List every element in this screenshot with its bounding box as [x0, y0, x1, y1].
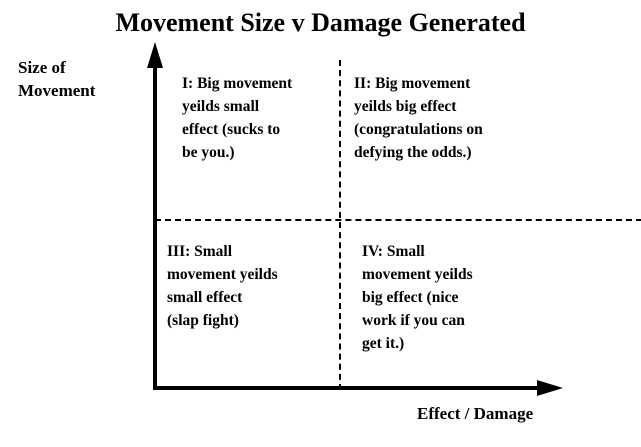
- quadrant-1-text: I: Big movement yeilds small effect (suc…: [182, 75, 293, 161]
- quadrant-2-text: II: Big movement yeilds big effect (cong…: [354, 75, 483, 161]
- horizontal-divider: [155, 219, 641, 221]
- quadrant-4-text: IV: Small movement yeilds big effect (ni…: [362, 243, 473, 352]
- y-axis-label: Size of Movement: [18, 58, 96, 100]
- vertical-divider: [339, 60, 341, 390]
- page-title: Movement Size v Damage Generated: [115, 8, 526, 37]
- x-axis-label: Effect / Damage: [417, 404, 534, 423]
- quadrant-3-text: III: Small movement yeilds small effect …: [167, 243, 278, 329]
